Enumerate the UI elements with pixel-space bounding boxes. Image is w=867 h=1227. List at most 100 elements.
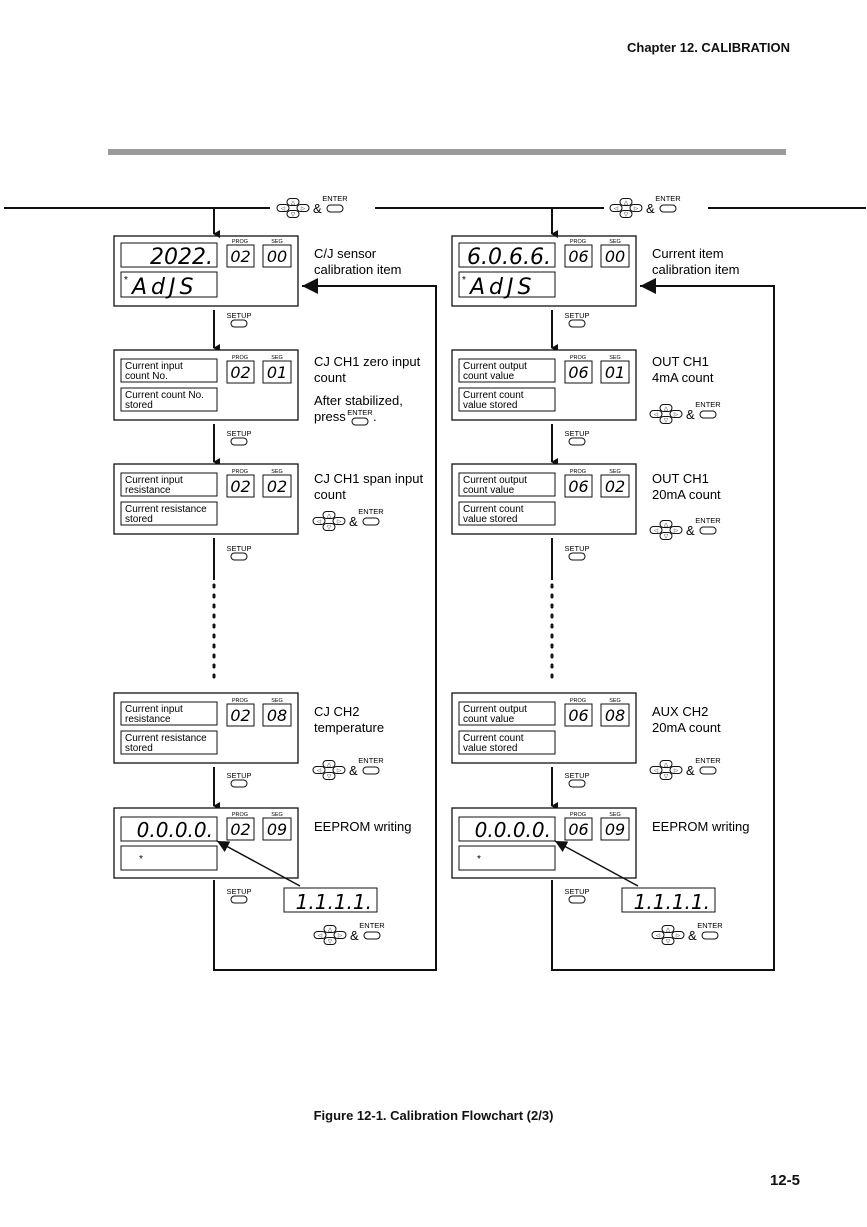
up-key-icon (286, 198, 300, 206)
up-key-icon (659, 520, 673, 528)
left-step2-pv-line1: Current input (125, 475, 183, 486)
note-line2: press (314, 409, 346, 424)
setup-key-label: SETUP (226, 311, 251, 320)
left-step1-pv-line1: Current input (125, 361, 183, 372)
prog-value: 02 (230, 363, 250, 382)
right-item-sv: AdJS (468, 275, 535, 300)
enter-key-icon (699, 526, 717, 535)
arrow-keys-icon: △▽◁▷ (649, 760, 683, 780)
and-symbol: & (313, 201, 322, 216)
left-key-glyph: ◁ (281, 206, 286, 212)
up-key-icon (323, 925, 337, 933)
right-key-icon (332, 766, 346, 774)
note-period: . (373, 409, 377, 424)
seg-value: 01 (267, 363, 287, 382)
right-step1-desc: 4mA count (652, 370, 714, 385)
up-key-icon (659, 760, 673, 768)
prog-label: PROG (570, 355, 586, 361)
prog-label: PROG (570, 698, 586, 704)
right-result-pointer (554, 840, 639, 887)
seg-label: SEG (271, 239, 283, 245)
up-key-icon (659, 404, 673, 412)
left-item-sv-box (120, 271, 218, 298)
enter-key-icon (363, 931, 381, 940)
seg-display (600, 703, 630, 727)
left-key-icon (651, 931, 665, 939)
right-item-desc: Current item (652, 246, 724, 261)
right-eeprom-star: * (477, 854, 481, 865)
prog-value: 02 (230, 247, 250, 266)
left-key-glyph: ◁ (614, 206, 619, 212)
seg-label: SEG (271, 469, 283, 475)
enter-key-icon (659, 204, 677, 213)
down-key-icon (659, 772, 673, 780)
prog-label: PROG (570, 469, 586, 475)
left-step2-desc: CJ CH1 span input (314, 471, 423, 486)
seg-display (262, 474, 292, 498)
right-eeprom-desc: EEPROM writing (652, 819, 750, 834)
prog-display (564, 817, 593, 841)
left-key-icon (649, 410, 663, 418)
setup-key-label: SETUP (564, 771, 589, 780)
right-eeprom-sv-box (458, 845, 556, 871)
left-key-glyph: ◁ (654, 768, 659, 774)
prog-value: 02 (230, 820, 250, 839)
and-symbol: & (686, 523, 695, 538)
seg-label: SEG (609, 469, 621, 475)
arrow-keys-icon: △▽◁▷ (312, 760, 346, 780)
right-key-icon (629, 204, 643, 212)
note-line1: After stabilized, (314, 393, 403, 408)
right-return-loop (551, 278, 775, 971)
prog-value: 06 (568, 820, 588, 839)
left-eeprom-sv-box (120, 845, 218, 871)
enter-key-icon (362, 517, 380, 526)
left-key-glyph: ◁ (654, 412, 659, 418)
left-item-star: * (124, 275, 128, 286)
and-symbol: & (646, 201, 655, 216)
left-key-icon (312, 517, 326, 525)
left-key-glyph: ◁ (654, 528, 659, 534)
right-step3-pv-line2: count value (463, 714, 515, 725)
left-item-sv: AdJS (130, 275, 197, 300)
setup-key-icon (230, 895, 248, 904)
left-eeprom-desc: EEPROM writing (314, 819, 412, 834)
and-symbol: & (686, 763, 695, 778)
prog-display (564, 244, 593, 268)
enter-key-icon (701, 931, 719, 940)
prog-value: 06 (568, 247, 588, 266)
right-key-glyph: ▷ (301, 206, 306, 212)
right-step1-desc: OUT CH1 (652, 354, 709, 369)
arrow-keys-icon: △▽◁▷ (313, 925, 347, 945)
down-key-glyph: ▽ (666, 939, 671, 945)
enter-key-label: ENTER (358, 756, 384, 765)
left-key-glyph: ◁ (318, 933, 323, 939)
right-step1-pv-box (458, 358, 556, 383)
down-key-glyph: ▽ (664, 774, 669, 780)
left-key-icon (649, 766, 663, 774)
and-symbol: & (350, 928, 359, 943)
up-key-glyph: △ (327, 513, 332, 519)
seg-value: 02 (267, 477, 287, 496)
left-key-glyph: ◁ (317, 768, 322, 774)
left-step3-desc: CJ CH2 (314, 704, 360, 719)
up-key-glyph: △ (327, 762, 332, 768)
enter-key-icon (362, 766, 380, 775)
right-step3-pv-box (458, 701, 556, 726)
seg-display (600, 244, 630, 268)
left-key-glyph: ◁ (317, 519, 322, 525)
prog-value: 02 (230, 477, 250, 496)
enter-key-icon (699, 410, 717, 419)
left-step2-sv-line2: stored (125, 514, 153, 525)
prog-display (564, 474, 593, 498)
right-step2-pv-box (458, 472, 556, 497)
left-step1-sv-line2: stored (125, 400, 153, 411)
left-key-icon (313, 931, 327, 939)
seg-display (262, 244, 292, 268)
prog-display (226, 703, 255, 727)
and-symbol: & (349, 763, 358, 778)
seg-display (600, 474, 630, 498)
seg-label: SEG (271, 812, 283, 818)
left-step3-pv-line2: resistance (125, 714, 171, 725)
left-step2-pv-line2: resistance (125, 485, 171, 496)
